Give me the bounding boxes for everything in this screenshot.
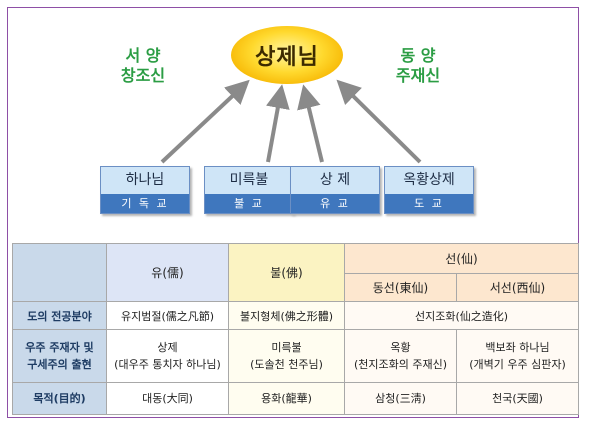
arrow-from-okhwang bbox=[336, 79, 422, 164]
cell-purpose-east: 삼청(三淸) bbox=[344, 381, 457, 416]
outer-frame bbox=[7, 7, 579, 418]
east-title-line2: 주재신 bbox=[395, 66, 441, 85]
node-hananim: 하나님 기 독 교 bbox=[100, 166, 190, 214]
west-title-line2: 창조신 bbox=[120, 66, 166, 85]
east-title-line1: 동 양 bbox=[400, 46, 436, 65]
cell-line2: (도솔천 천주님) bbox=[250, 358, 323, 372]
cell-savior-east: 옥황 (천지조화의 주재신) bbox=[344, 329, 457, 383]
center-label: 상제님 bbox=[255, 44, 319, 70]
arrow-from-sangje bbox=[297, 84, 324, 163]
row-label-line1: 우주 주재자 및 bbox=[25, 341, 94, 355]
node-mireukbul: 미륵불 불 교 bbox=[204, 166, 294, 214]
cell-line1: 상제 bbox=[157, 341, 178, 355]
cell-line1: 미륵불 bbox=[271, 341, 302, 355]
cell-field-seon: 선지조화(仙之造化) bbox=[344, 301, 579, 331]
arrow-from-mireukbul bbox=[266, 84, 290, 163]
arrow-from-hananim bbox=[160, 79, 250, 164]
node-label: 옥황상제 bbox=[385, 167, 473, 194]
row-label-purpose: 목적(目的) bbox=[12, 381, 107, 416]
cell-line2: (대우주 통치자 하나님) bbox=[114, 358, 221, 372]
node-label: 상 제 bbox=[291, 167, 379, 194]
header-seon-east: 동선(東仙) bbox=[344, 273, 457, 303]
cell-purpose-yu: 대동(大同) bbox=[106, 381, 229, 416]
center-sangje-node: 상제님 bbox=[231, 26, 343, 84]
header-bul: 불(佛) bbox=[228, 242, 345, 303]
arrows-layer bbox=[160, 79, 422, 164]
node-religion: 기 독 교 bbox=[101, 194, 189, 213]
row-label-savior: 우주 주재자 및 구세주의 출현 bbox=[12, 329, 107, 383]
cell-line2: (개벽기 우주 심판자) bbox=[469, 358, 566, 372]
node-religion: 도 교 bbox=[385, 194, 473, 213]
header-yu: 유(儒) bbox=[106, 242, 229, 303]
cell-line2: (천지조화의 주재신) bbox=[353, 358, 448, 372]
west-title: 서 양 창조신 bbox=[98, 46, 188, 86]
comparison-table: 유(儒) 불(佛) 선(仙) 동선(東仙) 서선(西仙) 도의 전공분야 유지범… bbox=[12, 242, 579, 416]
node-label: 미륵불 bbox=[205, 167, 293, 194]
table-corner bbox=[12, 242, 107, 303]
cell-savior-west: 백보좌 하나님 (개벽기 우주 심판자) bbox=[456, 329, 579, 383]
cell-savior-yu: 상제 (대우주 통치자 하나님) bbox=[106, 329, 229, 383]
row-label-field: 도의 전공분야 bbox=[12, 301, 107, 331]
cell-purpose-bul: 용화(龍華) bbox=[228, 381, 345, 416]
row-label-line2: 구세주의 출현 bbox=[27, 358, 92, 372]
cell-purpose-west: 천국(天國) bbox=[456, 381, 579, 416]
node-religion: 유 교 bbox=[291, 194, 379, 213]
cell-field-yu: 유지범절(儒之凡節) bbox=[106, 301, 229, 331]
header-seon: 선(仙) bbox=[344, 242, 579, 275]
node-sangje: 상 제 유 교 bbox=[290, 166, 380, 214]
node-religion: 불 교 bbox=[205, 194, 293, 213]
cell-savior-bul: 미륵불 (도솔천 천주님) bbox=[228, 329, 345, 383]
node-okhwangsangje: 옥황상제 도 교 bbox=[384, 166, 474, 214]
east-title: 동 양 주재신 bbox=[373, 46, 463, 86]
cell-field-bul: 불지형체(佛之形體) bbox=[228, 301, 345, 331]
cell-line1: 백보좌 하나님 bbox=[485, 341, 550, 355]
header-seon-west: 서선(西仙) bbox=[456, 273, 579, 303]
west-title-line1: 서 양 bbox=[125, 46, 161, 65]
cell-line1: 옥황 bbox=[390, 341, 411, 355]
node-label: 하나님 bbox=[101, 167, 189, 194]
